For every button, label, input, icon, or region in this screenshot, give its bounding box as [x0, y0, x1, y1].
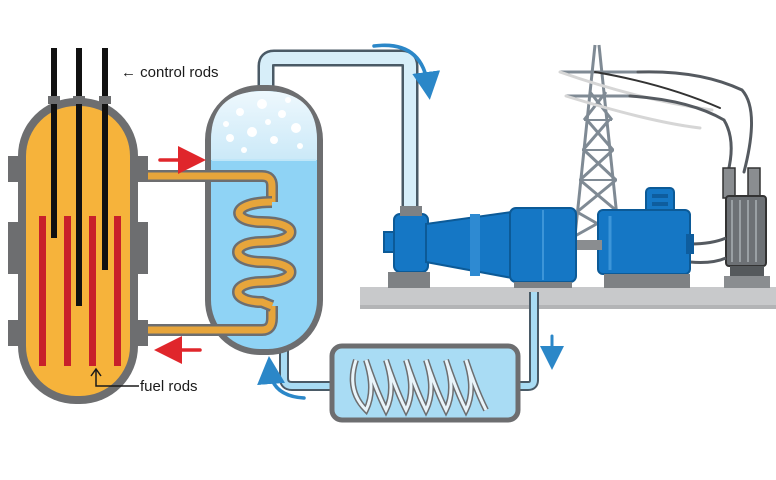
steam-flow-arrow — [372, 43, 441, 100]
ground-platform — [360, 287, 776, 309]
ground-platform-shadow — [360, 305, 776, 309]
control-rod — [51, 48, 57, 238]
fuel-rod — [114, 216, 121, 366]
fuel-rods-label: fuel rods — [140, 378, 198, 395]
shaft — [572, 240, 602, 250]
fuel-rod — [64, 216, 71, 366]
control-rods-text: control rods — [140, 64, 219, 81]
fuel-rod — [39, 216, 46, 366]
fuel-rods — [39, 216, 121, 366]
hot-loop-pipe — [148, 170, 297, 336]
control-rod — [102, 48, 108, 270]
transmission-pylon — [560, 44, 638, 238]
fuel-rod — [89, 216, 96, 366]
turbine — [383, 206, 577, 288]
control-rod — [76, 48, 82, 306]
control-rods-label: ← control rods — [121, 64, 219, 81]
condenser — [329, 343, 521, 423]
generator — [597, 187, 694, 288]
power-lines — [558, 70, 753, 174]
transformer — [722, 167, 770, 288]
feedwater-flow-arrow — [257, 356, 306, 400]
left-arrow-icon: ← — [121, 64, 136, 81]
generator-cables — [689, 236, 727, 264]
control-rods — [48, 48, 111, 306]
label-pointers — [90, 367, 139, 387]
steam-pipe — [257, 49, 419, 206]
flow-arrows — [154, 43, 564, 400]
